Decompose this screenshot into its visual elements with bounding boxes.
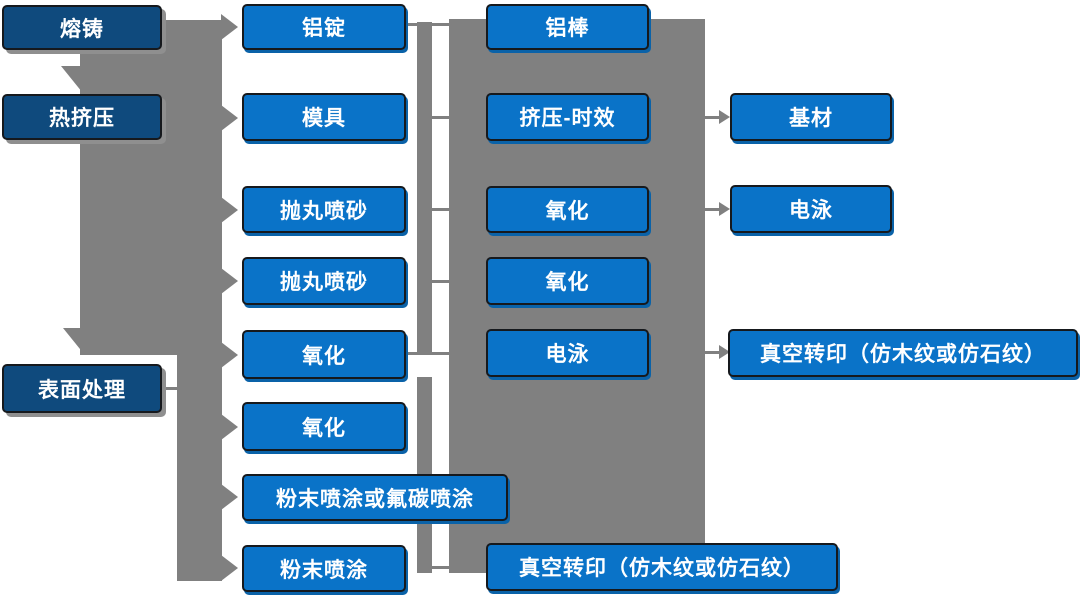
arrowhead-to-substrate-icon	[719, 110, 730, 124]
down-arrowhead-to-surface-treatment-icon	[63, 328, 105, 354]
node-powder-or-fluorocarbon-coating: 粉末喷涂或氟碳喷涂	[242, 474, 508, 521]
arrowhead-to-oxidation-b-icon	[221, 414, 238, 440]
arrowhead-to-shot-blasting-1-icon	[221, 197, 238, 223]
node-vacuum-transfer-right: 真空转印（仿木纹或仿石纹）	[728, 329, 1078, 377]
arrowhead-to-powder-coating-icon	[221, 555, 238, 581]
link-line-bottom	[432, 566, 449, 569]
arrow-line-to-vacuum-transfer-right	[704, 351, 720, 354]
arrowhead-to-aluminum-ingot-icon	[221, 14, 238, 40]
arrowhead-to-mold-icon	[221, 105, 238, 131]
node-powder-coating: 粉末喷涂	[242, 545, 406, 592]
arrow-line-to-electrophoresis-b	[704, 208, 720, 211]
down-arrowhead-to-hot-extrusion-icon	[61, 66, 103, 92]
left-flow-bar	[177, 340, 222, 581]
link-line-row4	[432, 280, 449, 283]
surface-treatment-link-line	[162, 387, 178, 390]
node-oxidation-b: 氧化	[242, 402, 406, 451]
arrowhead-to-vacuum-transfer-right-icon	[719, 345, 730, 359]
arrowhead-to-shot-blasting-2-icon	[221, 268, 238, 294]
node-oxidation-d: 氧化	[486, 257, 649, 305]
mid-connector-bar-upper	[417, 22, 432, 355]
node-hot-extrusion: 热挤压	[2, 94, 162, 140]
node-oxidation-a: 氧化	[242, 330, 406, 379]
node-aluminum-ingot: 铝锭	[242, 4, 406, 50]
link-line-row2	[432, 116, 449, 119]
node-aluminum-rod: 铝棒	[486, 4, 649, 50]
arrow-line-to-substrate	[704, 116, 720, 119]
node-electrophoresis-b: 电泳	[730, 185, 892, 233]
link-line-aluminum-ingot	[406, 23, 449, 26]
arrowhead-to-powder-or-fluorocarbon-icon	[221, 484, 238, 510]
node-electrophoresis-a: 电泳	[486, 329, 649, 377]
node-extrusion-aging: 挤压-时效	[486, 93, 649, 141]
arrowhead-to-electrophoresis-b-icon	[719, 202, 730, 216]
link-line-row3	[432, 208, 449, 211]
node-substrate: 基材	[730, 93, 892, 141]
node-oxidation-c: 氧化	[486, 186, 649, 233]
node-shot-blasting-1: 抛丸喷砂	[242, 186, 406, 233]
left-flow-block	[80, 20, 222, 355]
node-mold: 模具	[242, 93, 406, 141]
node-surface-treatment: 表面处理	[2, 364, 162, 413]
node-shot-blasting-2: 抛丸喷砂	[242, 257, 406, 305]
link-line-oxidation-a	[406, 352, 449, 355]
arrowhead-to-oxidation-a-icon	[221, 342, 238, 368]
node-vacuum-transfer-bottom: 真空转印（仿木纹或仿石纹）	[486, 543, 838, 591]
node-melting-casting: 熔铸	[2, 5, 162, 50]
